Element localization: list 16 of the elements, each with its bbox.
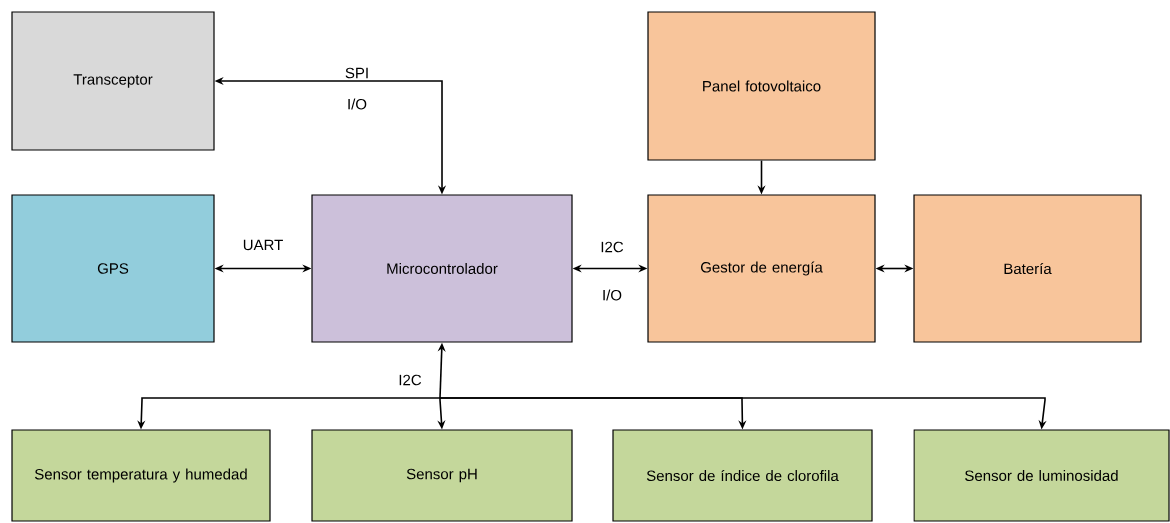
edge-label: UART	[241, 238, 285, 252]
block-box: GPS	[11, 194, 215, 343]
signal-label: I/O	[601, 288, 623, 302]
block-box: Sensor pH	[311, 429, 573, 522]
signal-label: I/O	[346, 97, 368, 111]
edge-label: SPI	[343, 66, 371, 80]
block-box: Sensor de índice de clorofila	[612, 429, 873, 522]
block-box: Transceptor	[11, 11, 215, 151]
block-box: Gestor de energía	[647, 194, 876, 343]
block-box: Sensor de luminosidad	[913, 429, 1170, 522]
block-box: Batería	[913, 194, 1142, 343]
block-box: Panel fotovoltaico	[647, 11, 876, 161]
edge-label: I2C	[397, 373, 423, 387]
edge-label: I2C	[599, 240, 625, 254]
block-box: Sensor temperatura y humedad	[11, 429, 271, 522]
block-box: Microcontrolador	[311, 194, 573, 343]
